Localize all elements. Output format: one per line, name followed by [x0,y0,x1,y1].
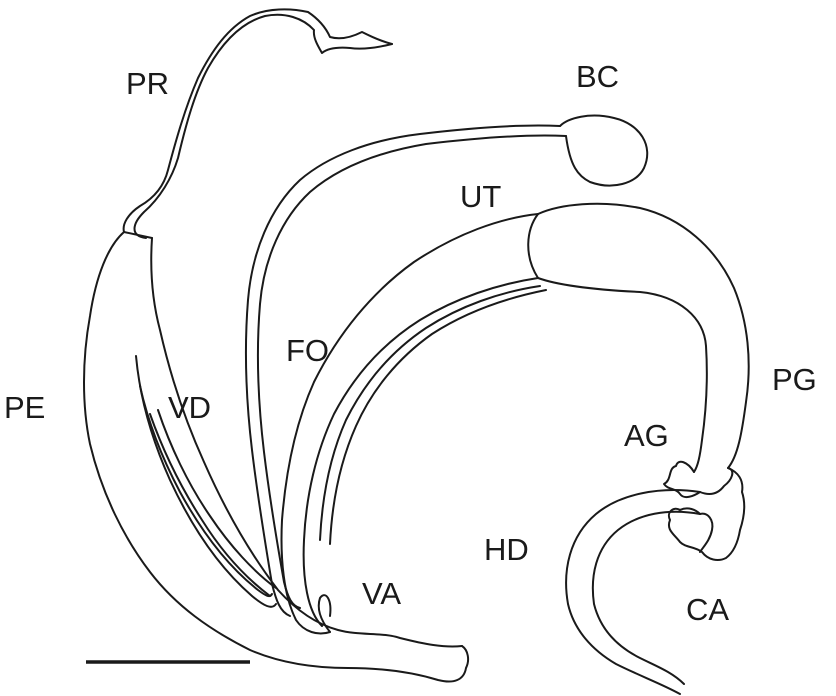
label-ag: AG [624,418,669,453]
label-ut: UT [460,179,501,214]
label-fo: FO [286,333,329,368]
label-ca: CA [686,592,729,627]
prostate-outline [124,9,392,238]
label-pr: PR [126,66,169,101]
uterus [282,214,546,634]
label-pe: PE [4,390,45,425]
label-pg: PG [772,362,817,397]
label-vd: VD [168,390,211,425]
label-va: VA [362,576,401,611]
label-hd: HD [484,532,529,567]
penis-outline [84,232,468,682]
label-bc: BC [576,59,619,94]
hermaphroditic-duct [566,490,700,694]
bursa-copulatrix [560,116,647,186]
